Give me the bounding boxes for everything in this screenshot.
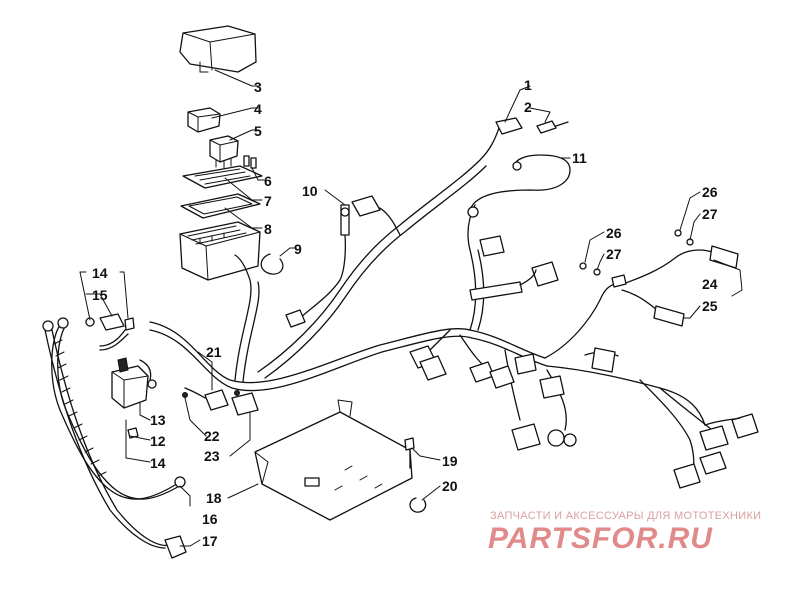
callout-10: 10 xyxy=(302,183,318,199)
fuse-box-base xyxy=(179,221,261,281)
relay-large xyxy=(209,135,239,169)
main-wire-harness xyxy=(149,124,706,431)
relay-small xyxy=(187,107,221,133)
callout-4: 4 xyxy=(254,101,262,117)
right-sensors xyxy=(579,229,739,327)
starter-solenoid xyxy=(111,357,157,439)
callout-9: 9 xyxy=(294,241,302,257)
callout-23: 23 xyxy=(204,448,220,464)
callout-labels: 1 2 3 4 5 6 7 8 9 10 11 12 13 14 14 15 1… xyxy=(92,77,718,549)
fuse-item xyxy=(243,155,257,169)
callout-16: 16 xyxy=(202,511,218,527)
callout-8: 8 xyxy=(264,221,272,237)
watermark-logo: PARTSFOR.RU xyxy=(488,522,713,555)
callout-25: 25 xyxy=(702,298,718,314)
callout-11: 11 xyxy=(572,150,587,166)
bolt-and-clip xyxy=(404,437,427,513)
sensor-branch xyxy=(285,204,350,328)
leader-lines xyxy=(79,69,743,547)
battery-cable-17 xyxy=(42,320,187,559)
callout-14-top: 14 xyxy=(92,265,108,281)
clip-ring xyxy=(260,253,284,275)
callout-5: 5 xyxy=(254,123,262,139)
fuse-box-gasket xyxy=(180,193,261,219)
ground-cable xyxy=(467,154,571,218)
watermark-tagline: ЗАПЧАСТИ И АКСЕССУАРЫ ДЛЯ МОТОТЕХНИКИ xyxy=(490,510,761,522)
callout-27-right: 27 xyxy=(702,206,718,222)
callout-13: 13 xyxy=(150,412,166,428)
callout-17: 17 xyxy=(202,533,218,549)
callout-3: 3 xyxy=(254,79,262,95)
lower-right-connectors xyxy=(584,347,759,489)
callout-21: 21 xyxy=(206,344,222,360)
mounting-plate xyxy=(254,399,413,521)
callout-15: 15 xyxy=(92,287,108,303)
callout-27-center: 27 xyxy=(606,246,622,262)
watermark: ЗАПЧАСТИ И АКСЕССУАРЫ ДЛЯ МОТОТЕХНИКИ PA… xyxy=(488,510,761,555)
harness-connector-top xyxy=(351,117,569,236)
callout-18: 18 xyxy=(206,490,222,506)
center-connectors xyxy=(409,235,577,451)
fuse-board xyxy=(182,165,263,189)
callout-19: 19 xyxy=(442,453,458,469)
callout-7: 7 xyxy=(264,193,272,209)
fuse-box-cover xyxy=(179,25,257,73)
callout-20: 20 xyxy=(442,478,458,494)
callout-22: 22 xyxy=(204,428,220,444)
callout-1: 1 xyxy=(524,77,532,93)
battery-cable-coil xyxy=(51,317,186,500)
left-connectors xyxy=(182,387,259,416)
callout-24: 24 xyxy=(702,276,718,292)
callout-12: 12 xyxy=(150,433,166,449)
nut-and-boot xyxy=(85,313,135,351)
callout-2: 2 xyxy=(524,99,532,115)
callout-26-center: 26 xyxy=(606,225,622,241)
callout-26-right: 26 xyxy=(702,184,718,200)
callout-14-bottom: 14 xyxy=(150,455,166,471)
callout-6: 6 xyxy=(264,173,272,189)
